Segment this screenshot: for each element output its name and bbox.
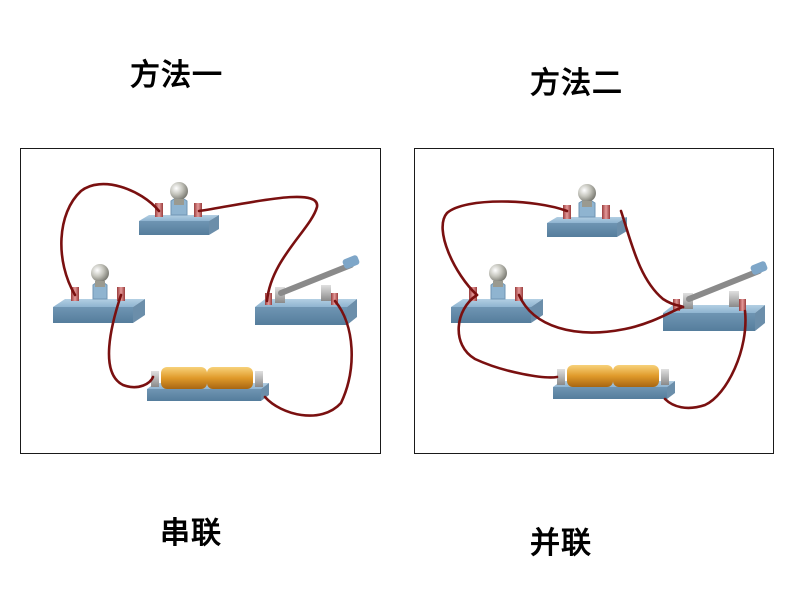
series-circuit-panel — [20, 148, 381, 454]
parallel-caption: 并联 — [530, 526, 592, 561]
parallel-circuit-diagram — [441, 184, 768, 410]
bulb-icon — [91, 264, 109, 282]
series-circuit-diagram — [53, 182, 360, 417]
battery-icon — [161, 367, 207, 389]
battery-holder — [553, 365, 675, 399]
switch-handle-icon — [750, 261, 768, 275]
bulb-icon — [578, 184, 596, 202]
battery-holder — [147, 367, 269, 401]
method-two-title: 方法二 — [530, 66, 623, 101]
wires — [441, 200, 747, 410]
knife-switch — [663, 261, 768, 331]
lamp-top — [547, 184, 627, 237]
terminal-icon — [602, 205, 610, 219]
terminal-icon — [331, 293, 338, 305]
battery-icon — [613, 365, 659, 387]
series-caption: 串联 — [160, 516, 222, 551]
switch-handle-icon — [342, 255, 360, 269]
battery-icon — [567, 365, 613, 387]
lamp-left — [53, 264, 145, 323]
terminal-icon — [469, 287, 477, 301]
battery-icon — [207, 367, 253, 389]
parallel-circuit-panel — [414, 148, 774, 454]
knife-switch — [255, 255, 360, 325]
bulb-icon — [170, 182, 188, 200]
method-one-title: 方法一 — [130, 58, 223, 93]
lamp-left — [451, 264, 543, 323]
terminal-icon — [739, 299, 746, 311]
wires — [60, 182, 353, 417]
bulb-icon — [489, 264, 507, 282]
terminal-icon — [194, 203, 202, 217]
